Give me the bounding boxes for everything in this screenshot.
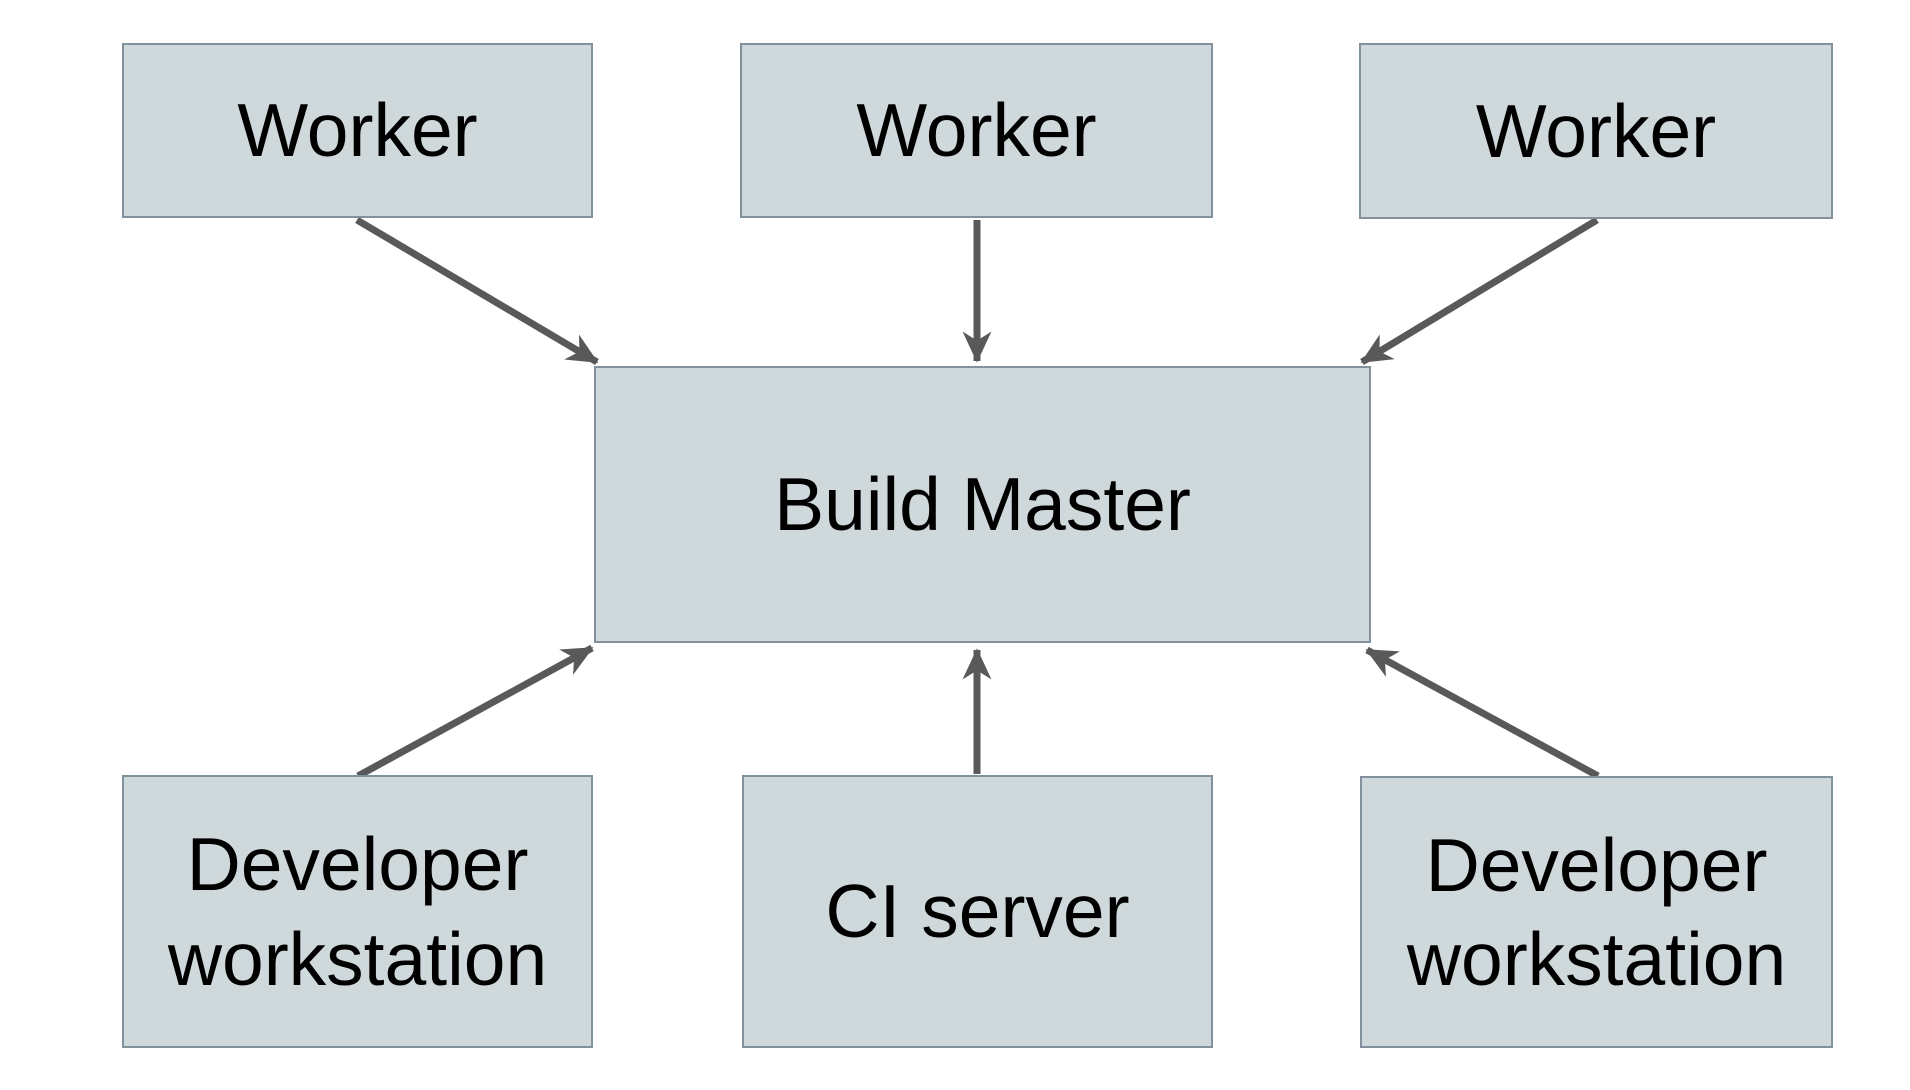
arrow-worker3-to-buildmaster xyxy=(1360,217,1599,365)
node-worker-middle: Worker xyxy=(740,43,1213,218)
arrow-worker1-to-buildmaster xyxy=(355,216,599,366)
node-developer-workstation-right: Developer workstation xyxy=(1360,776,1833,1048)
node-developer-workstation-left: Developer workstation xyxy=(122,775,593,1048)
arrow-devright-to-buildmaster xyxy=(1365,646,1600,780)
node-build-master: Build Master xyxy=(594,366,1371,643)
node-worker-right-label: Worker xyxy=(1475,88,1717,173)
node-ci-server-label: CI server xyxy=(825,869,1130,954)
node-worker-right: Worker xyxy=(1359,43,1833,219)
node-ci-server: CI server xyxy=(742,775,1213,1048)
node-worker-left: Worker xyxy=(122,43,593,218)
node-build-master-label: Build Master xyxy=(774,462,1191,547)
node-developer-workstation-left-label: Developer workstation xyxy=(167,822,548,1001)
arrow-devleft-to-buildmaster xyxy=(356,644,594,780)
node-worker-middle-label: Worker xyxy=(856,88,1097,173)
node-developer-workstation-right-label: Developer workstation xyxy=(1406,822,1787,1002)
node-worker-left-label: Worker xyxy=(237,88,478,173)
